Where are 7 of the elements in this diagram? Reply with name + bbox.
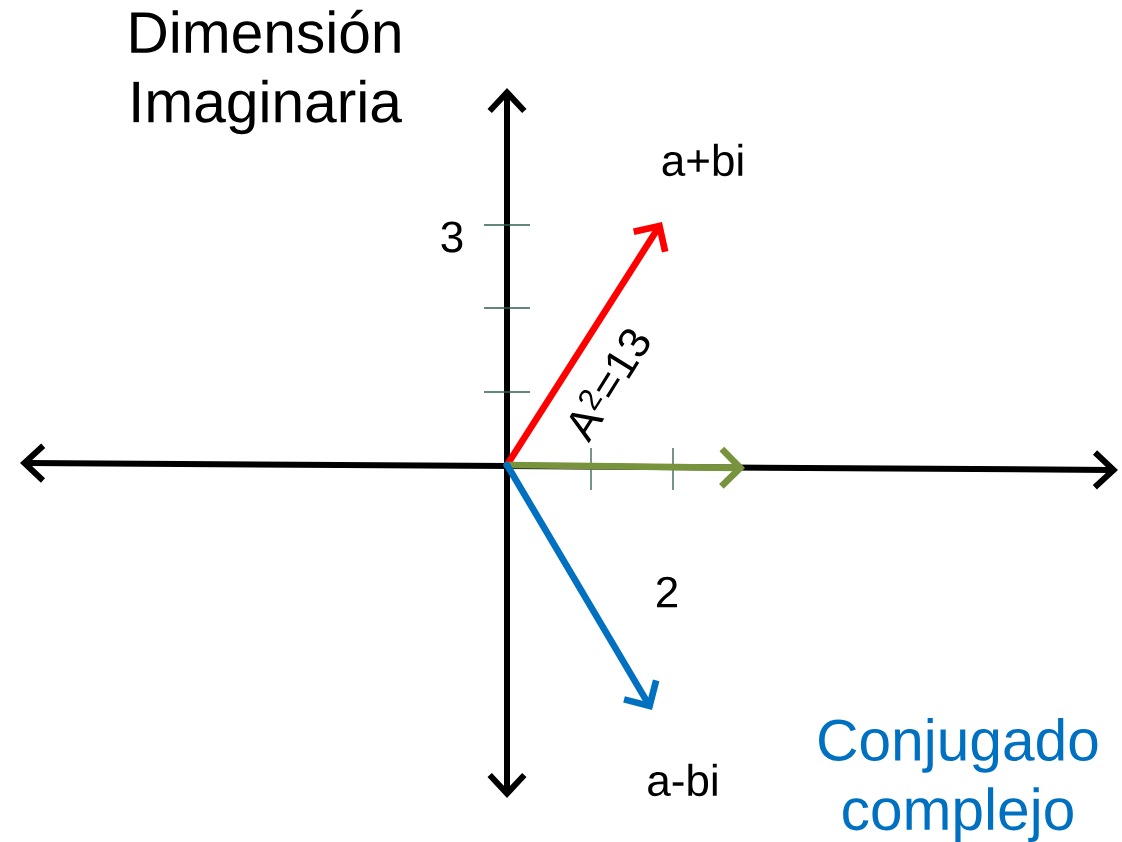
axis-title: Dimensión Imaginaria [131,9,402,135]
note-text: Conjugado complejo [819,718,1098,842]
tick-label: 3 [441,221,463,253]
point-label: a-bi [648,763,717,797]
point-label: a+bi [662,143,743,177]
magnitude-label: A$^{2}$=13 [569,329,650,444]
length-label: 2 [657,576,677,608]
